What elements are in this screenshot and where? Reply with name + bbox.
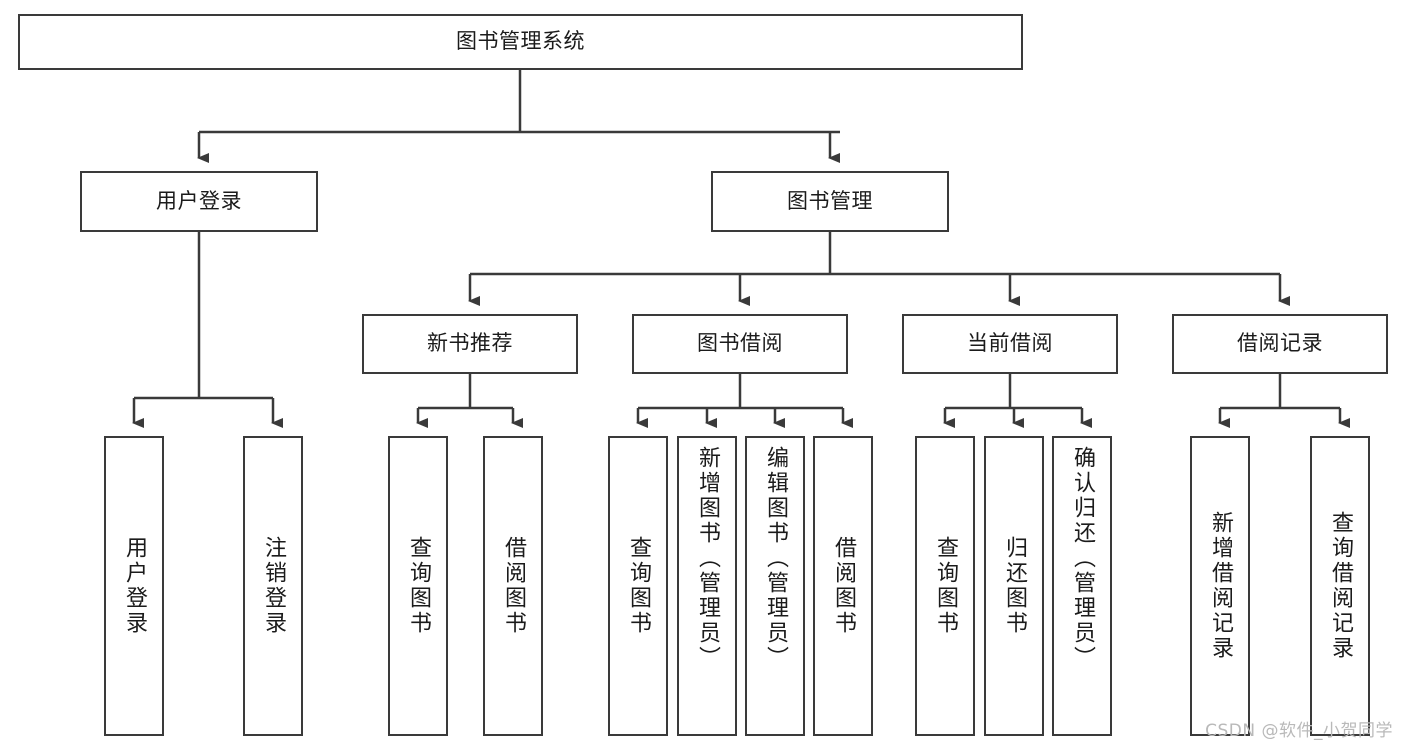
leaf-recommend-query-book[interactable]: 查询图书: [388, 436, 448, 736]
leaf-borrow-query-book[interactable]: 查询图书: [608, 436, 668, 736]
node-label: 编辑图书（管理员）: [763, 446, 788, 671]
leaf-record-query-record[interactable]: 查询借阅记录: [1310, 436, 1370, 736]
node-label: 查询图书: [933, 536, 958, 636]
leaf-recommend-borrow-book[interactable]: 借阅图书: [483, 436, 543, 736]
node-user-login[interactable]: 用户登录: [80, 171, 318, 232]
node-label: 确认归还（管理员）: [1070, 446, 1095, 671]
leaf-borrow-borrow-book[interactable]: 借阅图书: [813, 436, 873, 736]
csdn-watermark: CSDN @软件_小贺同学: [1205, 721, 1393, 741]
leaf-user-login-login[interactable]: 用户登录: [104, 436, 164, 736]
node-label: 用户登录: [156, 188, 242, 213]
node-label: 借阅图书: [501, 536, 526, 636]
node-label: 查询图书: [626, 536, 651, 636]
node-label: 归还图书: [1002, 536, 1027, 636]
node-label: 注销登录: [261, 536, 286, 636]
node-label: 借阅图书: [831, 536, 856, 636]
node-book-management[interactable]: 图书管理: [711, 171, 949, 232]
leaf-user-login-logout[interactable]: 注销登录: [243, 436, 303, 736]
node-label: 用户登录: [122, 536, 147, 636]
leaf-borrow-add-book-admin[interactable]: 新增图书（管理员）: [677, 436, 737, 736]
node-label: 借阅记录: [1237, 331, 1323, 356]
node-label: 图书管理系统: [456, 29, 585, 54]
leaf-current-return-book[interactable]: 归还图书: [984, 436, 1044, 736]
node-new-book-recommend[interactable]: 新书推荐: [362, 314, 578, 374]
leaf-record-add-record[interactable]: 新增借阅记录: [1190, 436, 1250, 736]
leaf-current-confirm-return-admin[interactable]: 确认归还（管理员）: [1052, 436, 1112, 736]
node-book-borrow[interactable]: 图书借阅: [632, 314, 848, 374]
leaf-borrow-edit-book-admin[interactable]: 编辑图书（管理员）: [745, 436, 805, 736]
node-label: 查询图书: [406, 536, 431, 636]
node-label: 新书推荐: [427, 331, 513, 356]
node-root-system[interactable]: 图书管理系统: [18, 14, 1023, 70]
node-label: 查询借阅记录: [1328, 511, 1353, 661]
node-label: 图书管理: [787, 188, 873, 213]
node-label: 新增图书（管理员）: [695, 446, 720, 671]
node-borrow-record[interactable]: 借阅记录: [1172, 314, 1388, 374]
node-current-borrow[interactable]: 当前借阅: [902, 314, 1118, 374]
node-label: 图书借阅: [697, 331, 783, 356]
node-label: 当前借阅: [967, 331, 1053, 356]
leaf-current-query-book[interactable]: 查询图书: [915, 436, 975, 736]
node-label: 新增借阅记录: [1208, 511, 1233, 661]
